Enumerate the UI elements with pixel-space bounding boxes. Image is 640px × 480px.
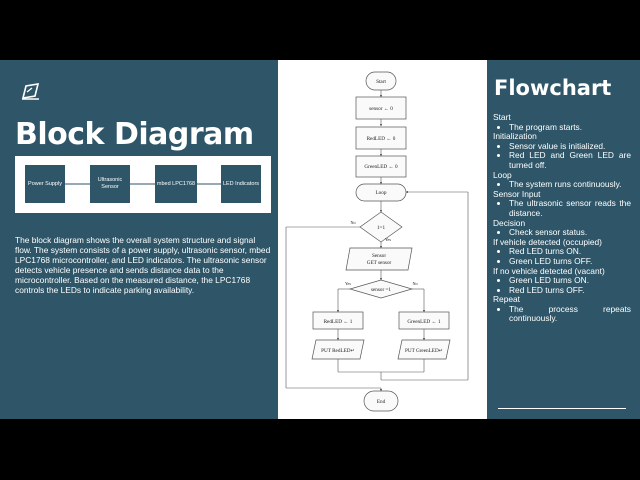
step-item: The program starts.	[509, 122, 631, 133]
put-red-label: PUT RedLED↵	[321, 348, 355, 354]
block-diagram-panel: Block Diagram Power Supply Ultrasonic Se…	[0, 60, 278, 419]
block-diagram-title: Block Diagram	[15, 117, 254, 152]
start-label: Start	[376, 79, 386, 85]
put-red-parallelogram	[311, 339, 365, 360]
logo-icon	[21, 83, 40, 100]
init-redled-label: RedLED ← 0	[367, 136, 396, 142]
decision-label: sensor =1	[371, 287, 391, 293]
start-terminator	[365, 71, 397, 91]
step-item: Check sensor status.	[509, 228, 631, 238]
block-diagram-figure: Power Supply Ultrasonic Sensor mbed LPC1…	[15, 156, 271, 213]
step-item: Red LED turns ON.	[509, 247, 631, 257]
step-decision: Decision Check sensor status.	[493, 217, 631, 238]
slide: Block Diagram Power Supply Ultrasonic Se…	[0, 60, 640, 419]
step-item: The process repeats continuously.	[509, 304, 631, 324]
step-heading: Initialization	[493, 131, 537, 142]
put-green-parallelogram	[397, 339, 451, 360]
decision-yes-label: Yes	[345, 281, 351, 286]
step-item: Sensor value is initialized.	[509, 141, 631, 152]
step-occupied: If vehicle detected (occupied) Red LED t…	[493, 236, 631, 267]
flowchart-title: Flowchart	[494, 76, 612, 100]
loop-yes-label: Yes	[385, 237, 391, 242]
block-diagram-connectors	[65, 183, 221, 185]
decision-no-label: No	[412, 281, 417, 286]
step-start: Start The program starts.	[493, 112, 631, 133]
step-item: The ultrasonic sensor reads the distance…	[509, 198, 631, 218]
loop-terminator	[355, 183, 407, 202]
init-sensor-box	[355, 96, 407, 120]
loop-no-label: No	[350, 220, 355, 225]
flowchart-steps: Start The program starts. Initialization…	[493, 112, 631, 324]
loop-label: Loop	[376, 190, 387, 196]
init-redled-box	[355, 126, 407, 150]
divider	[498, 408, 626, 409]
step-heading: Start	[493, 112, 511, 122]
step-repeat: Repeat The process repeats continuously.	[493, 295, 631, 324]
step-sensor-input: Sensor Input The ultrasonic sensor reads…	[493, 188, 631, 219]
step-heading: Repeat	[493, 294, 521, 305]
flowchart-diagram: Start sensor ← 0 RedLED ← 0 GreenLED ← 0…	[285, 71, 469, 412]
green-assign-label: GreenLED ← 1	[407, 319, 441, 325]
red-assign-box	[312, 311, 364, 330]
flowchart-figure-panel: Start sensor ← 0 RedLED ← 0 GreenLED ← 0…	[278, 60, 487, 419]
node-ultrasonic-sensor: Ultrasonic Sensor	[90, 165, 130, 203]
loop-condition-diamond	[359, 211, 403, 243]
node-mbed-lpc1768: mbed LPC1768	[155, 165, 197, 203]
step-heading: Sensor Input	[493, 188, 541, 199]
init-sensor-label: sensor ← 0	[369, 106, 393, 112]
step-item: Red LED and Green LED are turned off.	[509, 151, 631, 170]
step-heading: Loop	[493, 169, 512, 180]
put-green-label: PUT GreenLED↵	[405, 348, 443, 354]
flowchart-text-panel: Flowchart Start The program starts. Init…	[487, 60, 640, 419]
get-sensor-line2: GET sensor	[367, 260, 392, 266]
node-power-supply: Power Supply	[25, 165, 65, 203]
init-greenled-label: GreenLED ← 0	[364, 164, 398, 170]
sensor-decision-diamond	[348, 279, 414, 299]
step-heading: If vehicle detected (occupied)	[493, 236, 602, 247]
red-assign-label: RedLED ← 1	[324, 319, 353, 325]
green-assign-box	[398, 311, 450, 330]
step-loop: Loop The system runs continuously.	[493, 169, 631, 190]
get-sensor-parallelogram	[345, 247, 413, 271]
node-led-indicators: LED Indicators	[221, 165, 261, 203]
step-item: Green LED turns ON.	[509, 275, 631, 286]
step-heading: If no vehicle detected (vacant)	[493, 265, 605, 276]
step-heading: Decision	[493, 217, 526, 228]
step-vacant: If no vehicle detected (vacant) Green LE…	[493, 265, 631, 296]
end-terminator	[363, 390, 399, 412]
step-item: Green LED turns OFF.	[509, 256, 631, 267]
step-item: The system runs continuously.	[509, 180, 631, 190]
step-initialization: Initialization Sensor value is initializ…	[493, 132, 631, 170]
init-greenled-box	[355, 155, 407, 178]
block-diagram-description: The block diagram shows the overall syst…	[15, 235, 271, 296]
step-item: Red LED turns OFF.	[509, 285, 631, 296]
get-sensor-line1: Sensor	[372, 253, 386, 259]
loop-condition-label: 1=1	[377, 225, 386, 231]
end-label: End	[377, 399, 386, 405]
